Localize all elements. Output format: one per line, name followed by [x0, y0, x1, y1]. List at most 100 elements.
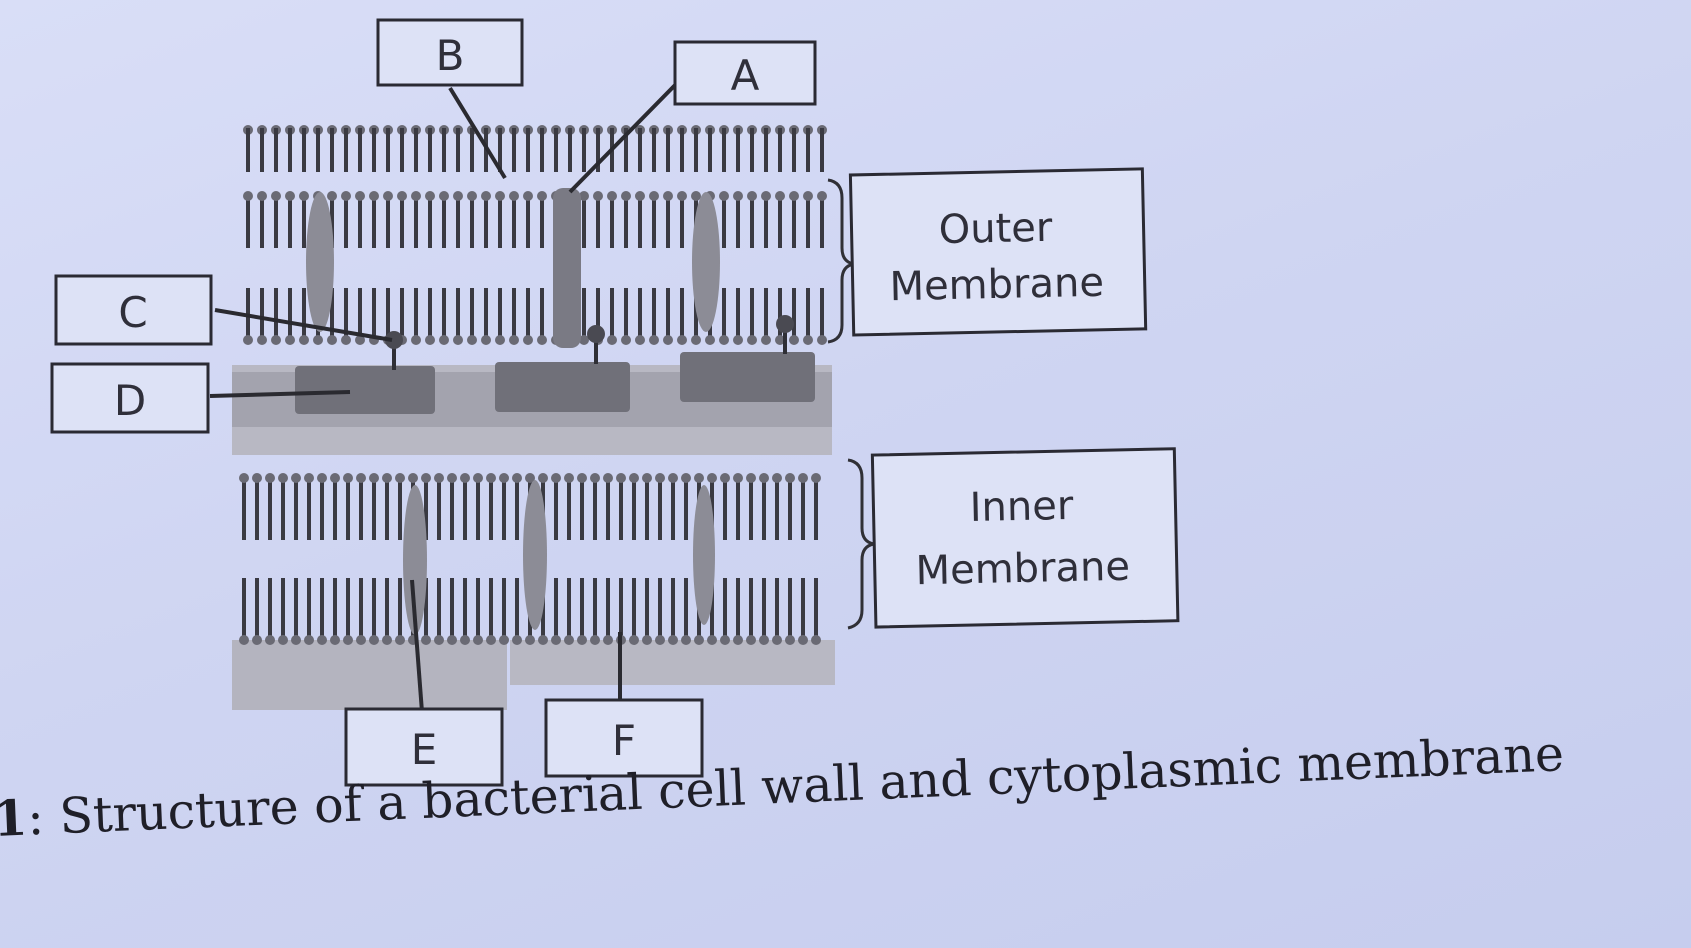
lipid-head [629, 473, 639, 483]
lipid-head [746, 473, 756, 483]
lipid-head [747, 335, 757, 345]
lipid-head [411, 191, 421, 201]
lipid-head [720, 635, 730, 645]
lipid-head [691, 335, 701, 345]
outer-membrane-line1: Outer [938, 205, 1053, 253]
leader-e [410, 579, 424, 713]
lipid-head [733, 335, 743, 345]
leader-b [448, 86, 507, 180]
lipid-head [271, 335, 281, 345]
lipid-head [304, 635, 314, 645]
lipid-head [382, 473, 392, 483]
label-b-text: B [436, 31, 465, 80]
lipid-head [694, 473, 704, 483]
inner-membrane-line2: Membrane [915, 544, 1130, 594]
lipid-head [789, 335, 799, 345]
lipid-head [707, 635, 717, 645]
lipid-head [707, 473, 717, 483]
lipid-head [538, 473, 548, 483]
lipid-head [590, 473, 600, 483]
lipid-head [341, 335, 351, 345]
lipid-head [481, 335, 491, 345]
lipid-head [397, 191, 407, 201]
lipid-head [383, 191, 393, 201]
lipid-head [607, 335, 617, 345]
inner-membrane-line1: Inner [969, 483, 1074, 531]
lipid-head [691, 191, 701, 201]
inner-protein-e [403, 485, 427, 635]
lipid-head [434, 473, 444, 483]
lipid-head [523, 335, 533, 345]
lipid-head [642, 635, 652, 645]
lipid-head [551, 473, 561, 483]
lipoprotein-block-3 [680, 352, 815, 402]
lipid-head [720, 473, 730, 483]
lipid-head [327, 191, 337, 201]
lipid-head [663, 191, 673, 201]
lipid-head [579, 335, 589, 345]
lipid-head [317, 473, 327, 483]
inner-membrane-bilayer [239, 473, 821, 645]
lipid-head [775, 191, 785, 201]
lipid-head [341, 191, 351, 201]
lipid-head [453, 335, 463, 345]
lipid-head [564, 473, 574, 483]
lipid-head [785, 473, 795, 483]
outer-porin-left [306, 192, 334, 332]
lipid-head [761, 191, 771, 201]
lipid-head [313, 335, 323, 345]
lipid-head [317, 635, 327, 645]
lipid-head [304, 473, 314, 483]
lipid-head [271, 191, 281, 201]
lipid-head [817, 191, 827, 201]
label-a-text: A [731, 51, 760, 100]
lipid-head [285, 335, 295, 345]
lipid-head [677, 335, 687, 345]
lipid-head [811, 473, 821, 483]
lipid-head [775, 335, 785, 345]
lipid-head [355, 335, 365, 345]
lipoprotein-block-1 [295, 366, 435, 414]
label-b: B [376, 18, 524, 87]
lipid-head [538, 635, 548, 645]
lipid-head [356, 473, 366, 483]
lipid-head [803, 335, 813, 345]
lipid-head [817, 335, 827, 345]
lipid-head [655, 635, 665, 645]
lipid-head [512, 473, 522, 483]
outer-membrane-label: Outer Membrane [848, 167, 1148, 337]
anchor-knob-3 [776, 315, 794, 333]
lipid-head [330, 635, 340, 645]
lipid-head [252, 635, 262, 645]
lipid-head [635, 335, 645, 345]
lipid-head [733, 191, 743, 201]
lipid-head [473, 473, 483, 483]
inner-protein-right [693, 485, 715, 625]
lipid-head [395, 473, 405, 483]
lipid-head [509, 335, 519, 345]
lipid-head [525, 473, 535, 483]
lipid-head [733, 635, 743, 645]
lipid-head [603, 635, 613, 645]
lipid-head [677, 191, 687, 201]
lipid-head [408, 473, 418, 483]
lipid-head [473, 635, 483, 645]
inner-protein-mid [523, 480, 547, 630]
lipid-head [257, 335, 267, 345]
lipid-head [668, 635, 678, 645]
lipid-head [523, 191, 533, 201]
lipid-head [719, 191, 729, 201]
lipid-head [551, 635, 561, 645]
lipid-head [467, 191, 477, 201]
lipid-head [759, 473, 769, 483]
lipid-head [265, 473, 275, 483]
lipid-head [265, 635, 275, 645]
lipid-head [439, 191, 449, 201]
lipid-head [577, 635, 587, 645]
lipid-head [590, 635, 600, 645]
lipid-head [642, 473, 652, 483]
lipid-head [681, 635, 691, 645]
lipid-head [772, 473, 782, 483]
cytoplasm-shade-right [510, 640, 835, 685]
